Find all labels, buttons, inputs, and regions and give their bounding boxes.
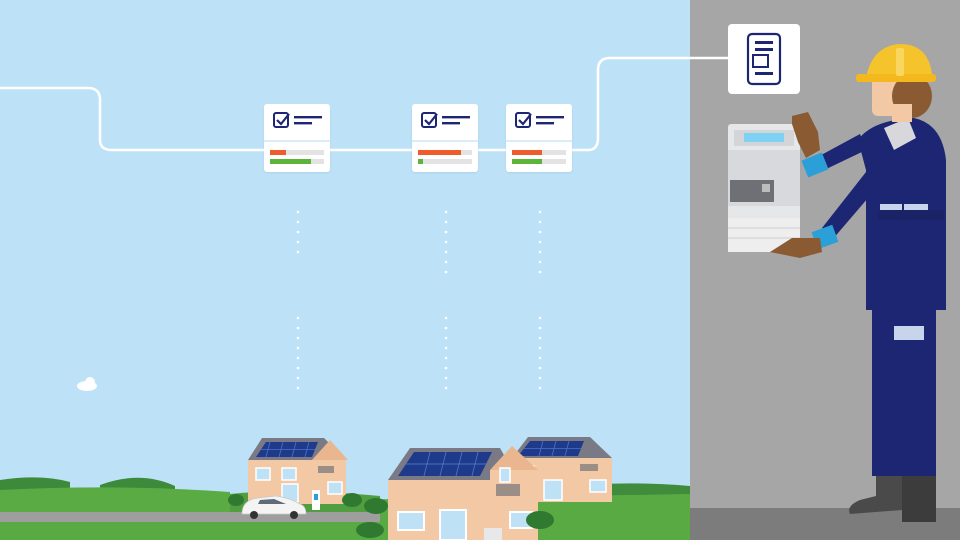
connection-line [0,56,728,152]
status-card-house-1 [264,104,330,172]
status-card-house-3 [506,104,572,172]
smart-meter [728,124,800,252]
bush [228,493,388,514]
house-2 [388,446,538,540]
ev-charger [312,490,320,510]
smartphone-icon [746,32,782,86]
status-bar-fill [512,159,542,164]
status-bar-orange [512,150,566,155]
dotted-signal-lines [296,210,542,390]
bush-front [356,511,554,538]
house-1 [248,438,348,504]
car [241,495,307,519]
status-bar-fill [270,159,311,164]
checkbox-icon [273,112,322,128]
checkbox-icon [515,112,564,128]
dotted-line-3 [538,210,542,390]
technician [770,44,946,522]
status-bar-green [418,159,472,164]
status-bar-fill [418,150,462,155]
status-card-house-2 [412,104,478,172]
checkbox-icon [421,112,470,128]
meter-app-card [728,24,800,94]
status-bar-fill [270,150,287,155]
dotted-line-2 [444,210,448,390]
status-bar-green [512,159,566,164]
status-bar-orange [418,150,472,155]
status-bar-fill [418,159,424,164]
cloud-icon [77,377,97,391]
dotted-line-1 [296,210,300,390]
status-bar-fill [512,150,542,155]
status-bar-green [270,159,324,164]
status-bar-orange [270,150,324,155]
